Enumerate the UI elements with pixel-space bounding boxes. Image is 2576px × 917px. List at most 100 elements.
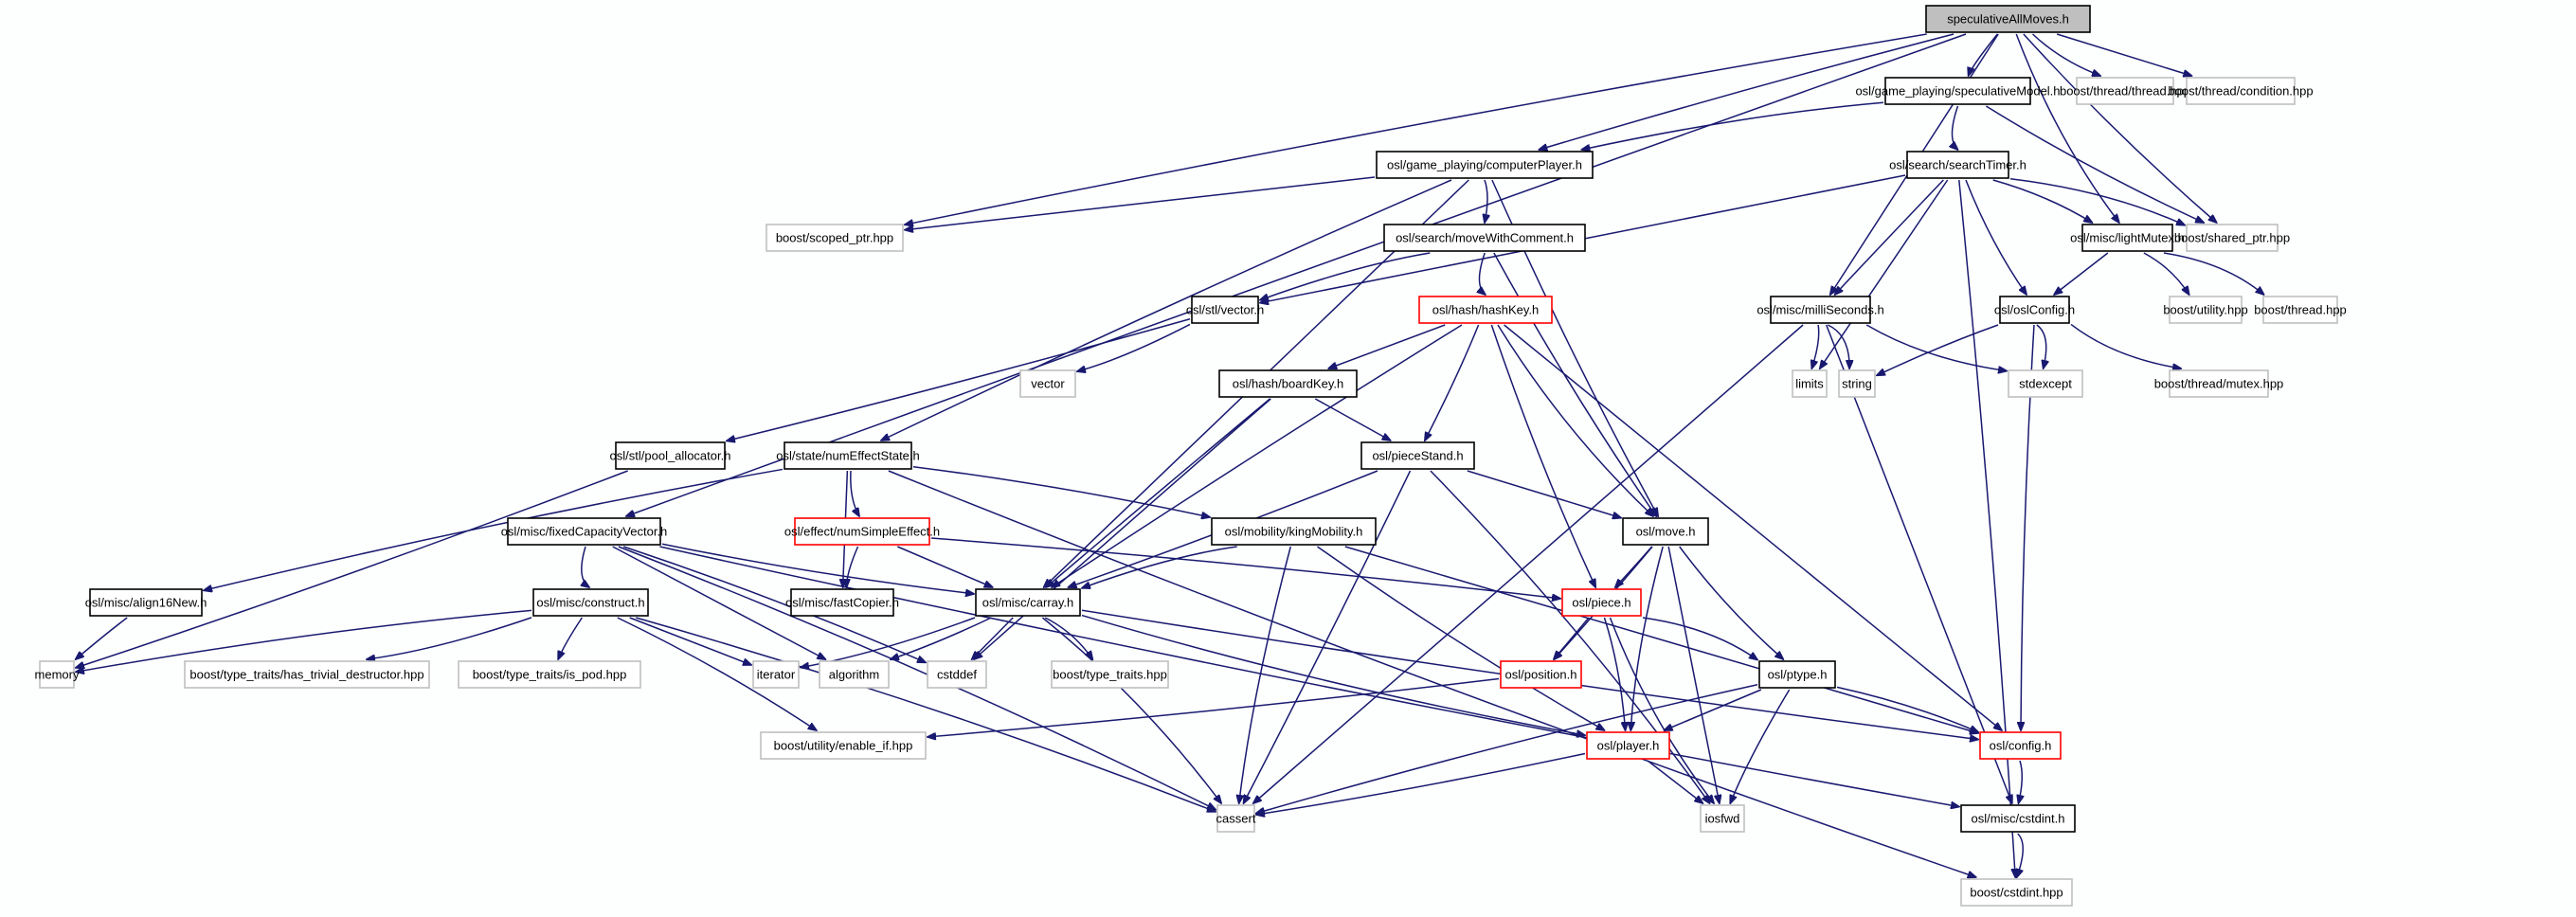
node-label: osl/search/searchTimer.h (1889, 158, 2027, 172)
node-string: string (1838, 369, 1876, 398)
node-move[interactable]: osl/move.h (1622, 517, 1709, 546)
node-label: iosfwd (1705, 812, 1740, 826)
node-milli[interactable]: osl/misc/milliSeconds.h (1756, 296, 1884, 324)
edge-piece-to-ptype (1642, 617, 1757, 660)
node-box (2076, 77, 2174, 105)
edge-piece-to-player (1603, 617, 1625, 730)
node-construct[interactable]: osl/misc/construct.h (532, 588, 649, 617)
edge-construct-to-cassert (636, 617, 1216, 812)
edge-move-to-ptype (1679, 546, 1784, 659)
node-label: cstddef (937, 668, 977, 682)
edge-fixedCap-to-construct (582, 546, 589, 587)
node-label: string (1842, 377, 1872, 391)
node-box (794, 517, 930, 546)
node-label: osl/misc/construct.h (536, 596, 644, 610)
edge-stlvector-to-vector (1077, 323, 1191, 371)
node-box (1418, 296, 1553, 324)
node-player[interactable]: osl/player.h (1586, 731, 1670, 760)
node-hashKey[interactable]: osl/hash/hashKey.h (1418, 296, 1553, 324)
edge-compPlayer-to-moveWC (1485, 179, 1487, 223)
node-lightMutex[interactable]: osl/misc/lightMutex.h (2070, 224, 2185, 252)
edge-carray-to-cstddef (972, 617, 1014, 659)
node-iosfwd: iosfwd (1700, 804, 1745, 833)
edge-compPlayer-to-numEffState (881, 179, 1452, 441)
edge-player-to-cassert (1256, 752, 1586, 815)
node-config[interactable]: osl/config.h (1979, 731, 2062, 760)
node-oslConfig[interactable]: osl/oslConfig.h (1994, 296, 2075, 324)
edge-construct-to-iterator (629, 617, 751, 665)
node-numEffState[interactable]: osl/state/numEffectState.h (776, 441, 920, 470)
edge-piece-to-iosfwd (1609, 617, 1714, 803)
node-pool[interactable]: osl/stl/pool_allocator.h (610, 441, 731, 470)
node-algorithm: algorithm (819, 660, 890, 689)
edge-pieceStand-to-move (1467, 470, 1621, 518)
node-numSimple[interactable]: osl/effect/numSimpleEffect.h (784, 517, 940, 546)
node-specModel[interactable]: osl/game_playing/speculativeModel.h (1855, 77, 2061, 105)
edge-specModel-to-searchTimer (1953, 105, 1958, 150)
node-box (766, 224, 904, 252)
nodes-layer: speculativeAllMoves.h osl/game_playing/sp… (35, 5, 2347, 907)
node-label: boost/scoped_ptr.hpp (776, 231, 893, 245)
edge-fixedCap-to-cstddef (622, 546, 926, 662)
node-label: osl/state/numEffectState.h (776, 449, 920, 463)
node-fastCopier[interactable]: osl/misc/fastCopier.h (785, 588, 899, 617)
node-box (760, 731, 927, 760)
node-searchTimer[interactable]: osl/search/searchTimer.h (1889, 151, 2027, 179)
edge-kingMob-to-config (1344, 546, 1978, 733)
edge-searchTimer-to-bcstdint (1958, 179, 2015, 877)
node-piece[interactable]: osl/piece.h (1561, 588, 1642, 617)
edge-construct-to-hasTrivial (367, 617, 532, 659)
edge-searchTimer-to-limits (1820, 179, 1949, 369)
node-box (1884, 77, 2031, 105)
node-box (1586, 731, 1670, 760)
node-fixedCap[interactable]: osl/misc/fixedCapacityVector.h (501, 517, 668, 546)
node-label: osl/player.h (1597, 739, 1660, 753)
node-ptype[interactable]: osl/ptype.h (1758, 660, 1836, 689)
node-cstdintH[interactable]: osl/misc/cstdint.h (1960, 804, 2076, 833)
node-label: cassert (1216, 812, 1256, 826)
node-carray[interactable]: osl/misc/carray.h (975, 588, 1081, 617)
node-cassert: cassert (1216, 804, 1256, 833)
edge-boardKey-to-pieceStand (1314, 398, 1390, 441)
node-label: osl/hash/boardKey.h (1233, 377, 1344, 391)
node-boardKey[interactable]: osl/hash/boardKey.h (1218, 369, 1358, 398)
node-box (89, 588, 203, 617)
edge-stlvector-to-pool (727, 318, 1191, 441)
edge-carray-to-typeTraits (1044, 617, 1092, 659)
node-compPlayer[interactable]: osl/game_playing/computerPlayer.h (1376, 151, 1594, 179)
node-stlvector[interactable]: osl/stl/vector.h (1186, 296, 1264, 324)
node-pieceStand[interactable]: osl/pieceStand.h (1360, 441, 1475, 470)
node-position[interactable]: osl/position.h (1500, 660, 1582, 689)
node-box (1925, 5, 2091, 33)
node-label: osl/misc/milliSeconds.h (1756, 303, 1883, 317)
node-box (1838, 369, 1876, 398)
node-label: boost/type_traits/is_pod.hpp (473, 668, 627, 682)
node-box (2169, 296, 2243, 324)
edge-oslConfig-to-stdexcept (2036, 324, 2046, 369)
node-label: boost/thread.hpp (2254, 303, 2347, 317)
edge-oslConfig-to-string (1877, 324, 1999, 375)
node-align16[interactable]: osl/misc/align16New.h (85, 588, 207, 617)
edge-moveWC-to-move (1493, 252, 1656, 516)
edge-pool-to-memory (76, 470, 628, 668)
edge-kingMob-to-cassert (1239, 546, 1292, 803)
node-bcond: boost/thread/condition.hpp (2168, 77, 2314, 105)
node-kingMob[interactable]: osl/mobility/kingMobility.h (1211, 517, 1377, 546)
edge-hashKey-to-pieceStand (1425, 324, 1480, 441)
edge-searchTimer-to-oslConfig (1965, 179, 2027, 295)
node-label: osl/misc/align16New.h (85, 596, 207, 610)
node-box (507, 517, 661, 546)
edge-ptype-to-config (1836, 686, 1978, 731)
node-moveWC[interactable]: osl/search/moveWithComment.h (1383, 224, 1586, 252)
node-root[interactable]: speculativeAllMoves.h (1925, 5, 2091, 33)
node-label: boost/thread/condition.hpp (2168, 84, 2313, 99)
node-box (752, 660, 800, 689)
node-cstddef: cstddef (927, 660, 987, 689)
node-label: boost/cstdint.hpp (1970, 886, 2063, 900)
node-box (39, 660, 75, 689)
edge-specModel-to-compPlayer (1581, 101, 1884, 150)
edge-player-to-iosfwd (1647, 760, 1702, 803)
node-label: osl/stl/pool_allocator.h (610, 449, 731, 463)
node-box (2262, 296, 2338, 324)
